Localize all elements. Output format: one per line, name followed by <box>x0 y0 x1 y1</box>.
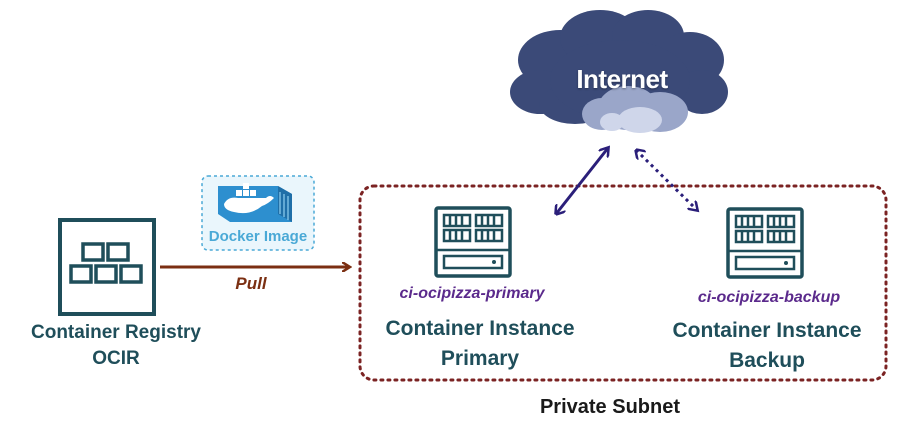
container-registry-icon <box>58 218 156 316</box>
registry-title-line2: OCIR <box>92 348 140 369</box>
registry-title-line1: Container Registry <box>31 322 201 343</box>
primary-instance-name: ci-ocipizza-primary <box>399 285 545 302</box>
backup-internet-link <box>636 150 697 210</box>
backup-title-line1: Container Instance <box>672 319 862 342</box>
registry-title: Container Registry OCIR <box>0 320 232 372</box>
primary-instance-title: Container Instance Primary <box>360 314 600 374</box>
cloud-icon <box>510 10 728 133</box>
docker-image-label: Docker Image <box>208 228 308 245</box>
pull-label: Pull <box>235 274 267 293</box>
backup-instance-name: ci-ocipizza-backup <box>697 289 841 306</box>
primary-title-line1: Container Instance <box>385 317 575 340</box>
private-subnet-boundary <box>358 184 888 382</box>
backup-server-icon <box>726 207 804 279</box>
primary-internet-link <box>556 148 608 214</box>
primary-title-line2: Primary <box>440 347 520 370</box>
primary-server-icon <box>434 206 512 278</box>
docker-container-icon <box>201 175 315 251</box>
backup-title-line2: Backup <box>729 349 805 372</box>
private-subnet-label: Private Subnet <box>539 396 681 418</box>
backup-instance-title: Container Instance Backup <box>650 316 884 376</box>
internet-label: Internet <box>576 64 668 94</box>
